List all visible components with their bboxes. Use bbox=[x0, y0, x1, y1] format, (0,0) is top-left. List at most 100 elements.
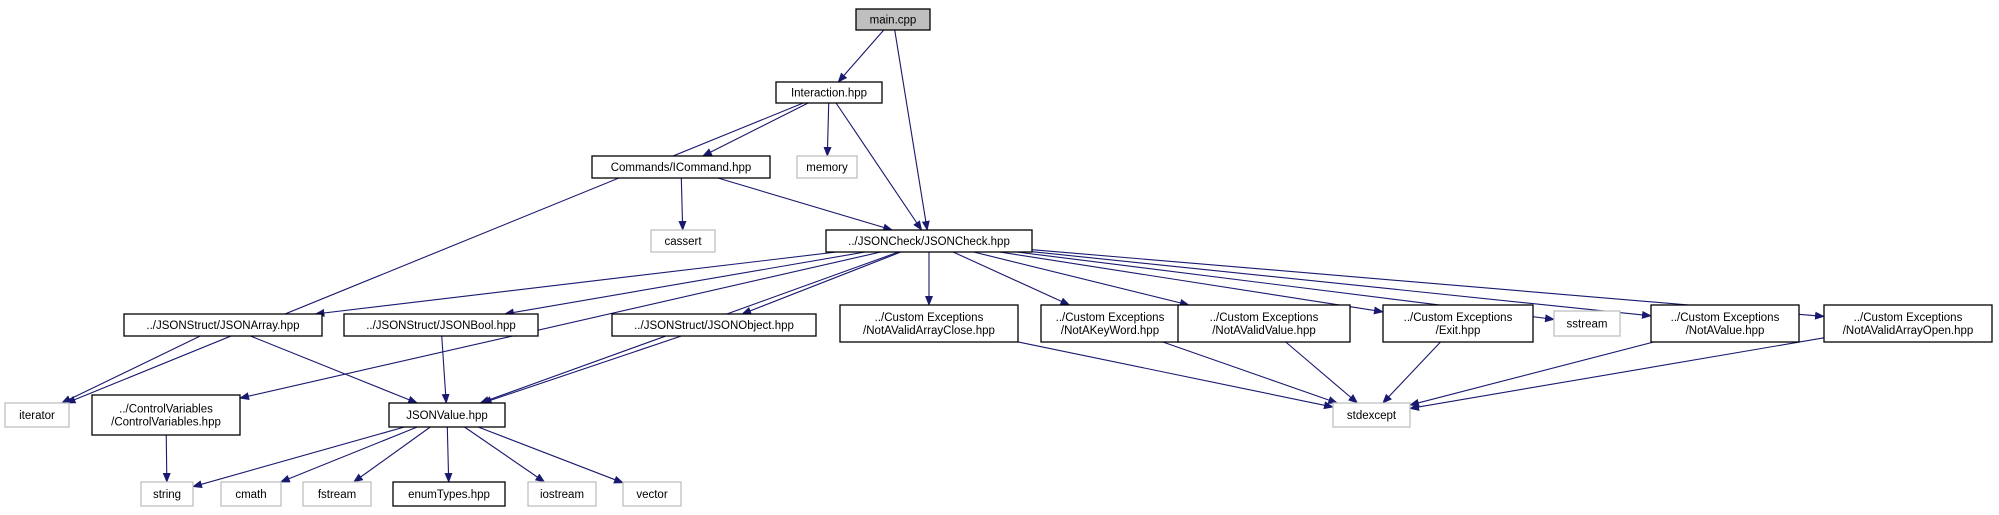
edge-arrayclose-to-stdexcept bbox=[1017, 341, 1334, 410]
node-label: vector bbox=[636, 489, 667, 501]
edge bbox=[678, 177, 687, 231]
node-jsonobject[interactable]: ../JSONStruct/JSONObject.hpp bbox=[611, 313, 817, 337]
node-label: ../JSONStruct/JSONObject.hpp bbox=[634, 320, 794, 332]
node-jsonarray[interactable]: ../JSONStruct/JSONArray.hpp bbox=[123, 313, 323, 337]
edge bbox=[1285, 341, 1359, 404]
node-box bbox=[796, 155, 858, 179]
node-box bbox=[591, 155, 771, 179]
node-cassert: cassert bbox=[650, 229, 716, 253]
edge-notavalue-to-stdexcept bbox=[1409, 341, 1654, 407]
edge bbox=[60, 335, 201, 404]
node-sstream: sstream bbox=[1553, 310, 1621, 337]
node-label: Interaction.hpp bbox=[791, 88, 867, 100]
node-stdexcept: stdexcept bbox=[1332, 402, 1411, 428]
edge-jsonvalue-to-cmath bbox=[279, 426, 418, 483]
node-label: iostream bbox=[540, 489, 584, 501]
node-controlvars[interactable]: ../ControlVariables/ControlVariables.hpp bbox=[91, 394, 241, 436]
node-enumtypes[interactable]: enumTypes.hpp bbox=[392, 481, 506, 507]
node-label: cmath bbox=[235, 489, 266, 501]
edge bbox=[477, 426, 624, 484]
edge-validvalue-to-stdexcept bbox=[1285, 341, 1359, 404]
node-box bbox=[527, 481, 597, 507]
node-validvalue[interactable]: ../Custom Exceptions/NotAValidValue.hpp bbox=[1177, 304, 1351, 343]
node-label: stdexcept bbox=[1347, 410, 1397, 422]
node-label: JSONValue.hpp bbox=[406, 410, 488, 422]
edge-jsonvalue-to-string bbox=[192, 426, 405, 489]
node-label: ../Custom Exceptions bbox=[1056, 312, 1165, 324]
node-label: /NotAValidArrayClose.hpp bbox=[863, 325, 995, 337]
node-box bbox=[839, 304, 1019, 343]
node-box bbox=[4, 402, 70, 428]
edge bbox=[1031, 251, 1652, 319]
node-jsoncheck[interactable]: ../JSONCheck/JSONCheck.hpp bbox=[825, 229, 1033, 253]
edge-jsonvalue-to-enumtypes bbox=[444, 426, 453, 483]
edge bbox=[1409, 341, 1654, 407]
edge bbox=[952, 251, 1071, 306]
edge-icommand-to-cassert bbox=[678, 177, 687, 231]
edge bbox=[250, 335, 419, 404]
node-box bbox=[140, 481, 194, 507]
node-box bbox=[123, 313, 323, 337]
node-keyword[interactable]: ../Custom Exceptions/NotAKeyWord.hpp bbox=[1040, 304, 1180, 343]
edge-jsoncheck-to-jsonbool bbox=[503, 251, 866, 317]
edge bbox=[999, 251, 1384, 315]
node-label: /NotAKeyWord.hpp bbox=[1061, 325, 1159, 337]
edge-jsonarray-to-jsonvalue bbox=[250, 335, 419, 404]
edge-icommand-to-jsoncheck bbox=[717, 177, 894, 232]
edge bbox=[481, 335, 682, 404]
node-icommand[interactable]: Commands/ICommand.hpp bbox=[591, 155, 771, 179]
edge-jsonvalue-to-fstream bbox=[352, 426, 431, 483]
edge-jsoncheck-to-controlvars bbox=[239, 251, 881, 401]
node-main[interactable]: main.cpp bbox=[855, 8, 931, 31]
edge bbox=[823, 102, 832, 157]
edge-interaction-to-jsoncheck bbox=[835, 102, 923, 231]
node-vector: vector bbox=[622, 481, 682, 507]
edge-arrayopen-to-stdexcept bbox=[1409, 337, 1825, 411]
node-label: /Exit.hpp bbox=[1436, 325, 1481, 337]
edge-controlvars-to-string bbox=[162, 434, 171, 483]
edge-interaction-to-icommand bbox=[701, 102, 809, 157]
edge bbox=[441, 335, 450, 404]
edge bbox=[741, 251, 902, 315]
node-arrayopen[interactable]: ../Custom Exceptions/NotAValidArrayOpen.… bbox=[1823, 304, 1993, 343]
node-box bbox=[388, 402, 506, 428]
edge-jsonobject-to-jsonvalue bbox=[481, 335, 682, 404]
node-jsonbool[interactable]: ../JSONStruct/JSONBool.hpp bbox=[343, 313, 539, 337]
node-label: /NotAValidValue.hpp bbox=[1212, 325, 1316, 337]
node-arrayclose[interactable]: ../Custom Exceptions/NotAValidArrayClose… bbox=[839, 304, 1019, 343]
node-label: cassert bbox=[664, 236, 702, 248]
node-label: iterator bbox=[19, 410, 55, 422]
edge bbox=[239, 251, 881, 401]
edge bbox=[973, 251, 1190, 307]
edge bbox=[1382, 341, 1441, 404]
node-label: /NotAValidArrayOpen.hpp bbox=[1843, 325, 1974, 337]
node-label: ../Custom Exceptions bbox=[1854, 312, 1963, 324]
node-label: ../Custom Exceptions bbox=[875, 312, 984, 324]
node-interaction[interactable]: Interaction.hpp bbox=[775, 81, 883, 104]
edge-interaction-to-memory bbox=[823, 102, 832, 157]
edge-jsonbool-to-jsonvalue bbox=[441, 335, 450, 404]
edge bbox=[162, 434, 171, 483]
edge bbox=[279, 426, 418, 483]
edge-jsoncheck-to-jsonobject bbox=[741, 251, 902, 315]
edge bbox=[1409, 337, 1825, 411]
node-box bbox=[91, 394, 241, 436]
node-box bbox=[302, 481, 372, 507]
edge-jsoncheck-to-exit bbox=[999, 251, 1384, 315]
node-box bbox=[343, 313, 539, 337]
edge bbox=[314, 251, 837, 317]
node-jsonvalue[interactable]: JSONValue.hpp bbox=[388, 402, 506, 428]
node-notavalue[interactable]: ../Custom Exceptions/NotAValue.hpp bbox=[1650, 304, 1800, 343]
node-exit[interactable]: ../Custom Exceptions/Exit.hpp bbox=[1382, 304, 1534, 343]
node-box bbox=[1650, 304, 1800, 343]
node-label: sstream bbox=[1567, 319, 1608, 331]
edge bbox=[464, 426, 546, 483]
node-box bbox=[825, 229, 1033, 253]
node-box bbox=[775, 81, 883, 104]
node-label: ../ControlVariables bbox=[119, 404, 213, 416]
edge bbox=[1162, 341, 1339, 404]
edge bbox=[444, 426, 453, 483]
node-string: string bbox=[140, 481, 194, 507]
node-label: /NotAValue.hpp bbox=[1686, 325, 1765, 337]
